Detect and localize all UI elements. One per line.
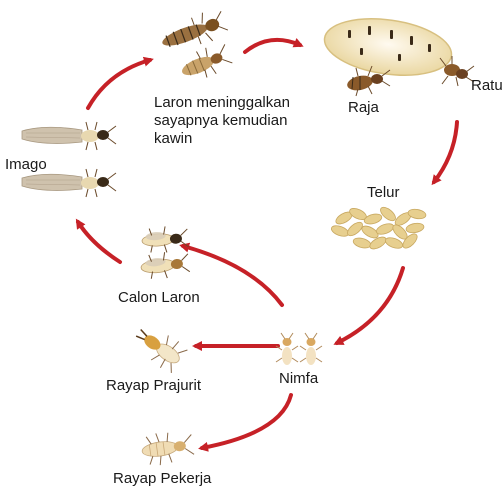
arrow-mating-to-queen	[243, 37, 304, 54]
label-calon-laron: Calon Laron	[118, 289, 200, 306]
soldier-termite-illustration	[135, 329, 188, 373]
mating-caption-line-1: Laron meninggalkan	[154, 94, 290, 111]
eggs-illustration	[331, 206, 427, 250]
label-telur: Telur	[367, 184, 400, 201]
label-imago: Imago	[5, 156, 47, 173]
arrow-imago-to-mating	[86, 56, 154, 110]
mating-caption-line-2: sayapnya kemudian	[154, 112, 288, 129]
cycle-arrows	[75, 37, 459, 452]
label-nimfa: Nimfa	[279, 370, 319, 387]
arrow-alate-to-imago	[75, 218, 122, 264]
arrow-nymph-to-worker	[198, 393, 293, 452]
imago-illustration	[21, 121, 117, 198]
alate-nymph-illustration	[140, 226, 191, 279]
mating-termites-illustration	[162, 10, 233, 78]
label-rayap-pekerja: Rayap Pekerja	[113, 470, 212, 487]
arrow-eggs-to-nymph	[333, 266, 405, 345]
arrow-nymph-to-alate	[179, 242, 284, 307]
mating-caption-line-3: kawin	[154, 130, 193, 147]
queen-termite-illustration	[323, 18, 475, 87]
king-termite-illustration	[347, 65, 391, 97]
label-rayap-prajurit: Rayap Prajurit	[106, 377, 202, 394]
worker-termite-illustration	[141, 432, 195, 466]
label-mating-caption: Laron meninggalkan sayapnya kemudian kaw…	[154, 94, 324, 148]
label-ratu: Ratu	[471, 77, 503, 94]
nymph-illustration	[275, 332, 323, 365]
arrow-queen-to-eggs	[431, 120, 459, 186]
label-raja: Raja	[348, 99, 379, 116]
